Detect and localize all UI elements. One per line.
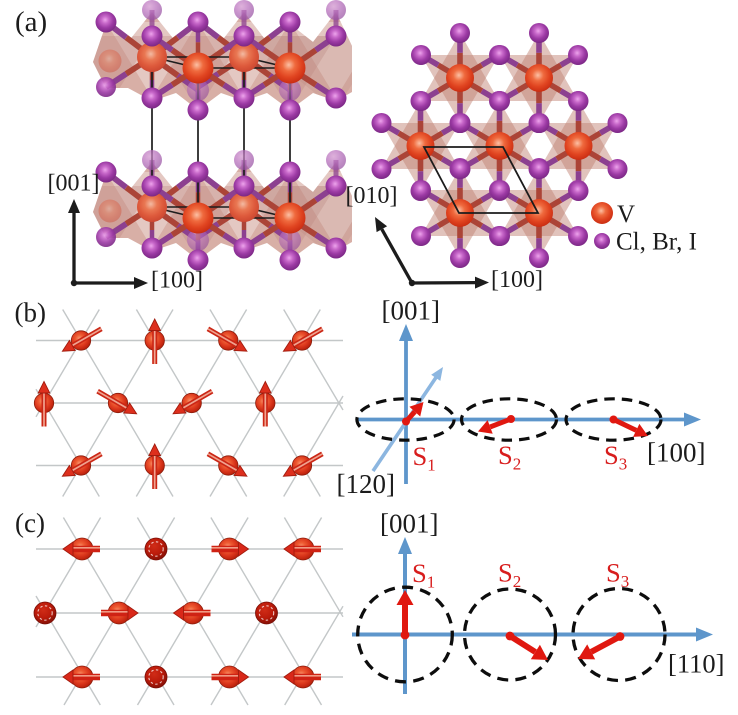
svg-text:(a): (a)	[15, 6, 47, 38]
svg-text:Cl, Br, I: Cl, Br, I	[616, 229, 697, 256]
svg-text:(c): (c)	[15, 508, 45, 538]
svg-text:[010]: [010]	[346, 183, 398, 209]
svg-text:[001]: [001]	[48, 171, 100, 197]
svg-text:[001]: [001]	[382, 296, 440, 326]
svg-text:V: V	[617, 201, 635, 228]
svg-text:(b): (b)	[15, 298, 46, 328]
svg-text:[110]: [110]	[668, 649, 724, 679]
svg-text:[001]: [001]	[380, 509, 438, 539]
svg-text:[100]: [100]	[647, 438, 705, 468]
svg-text:[100]: [100]	[491, 267, 543, 293]
svg-text:[120]: [120]	[337, 469, 395, 499]
svg-text:[100]: [100]	[151, 268, 203, 294]
